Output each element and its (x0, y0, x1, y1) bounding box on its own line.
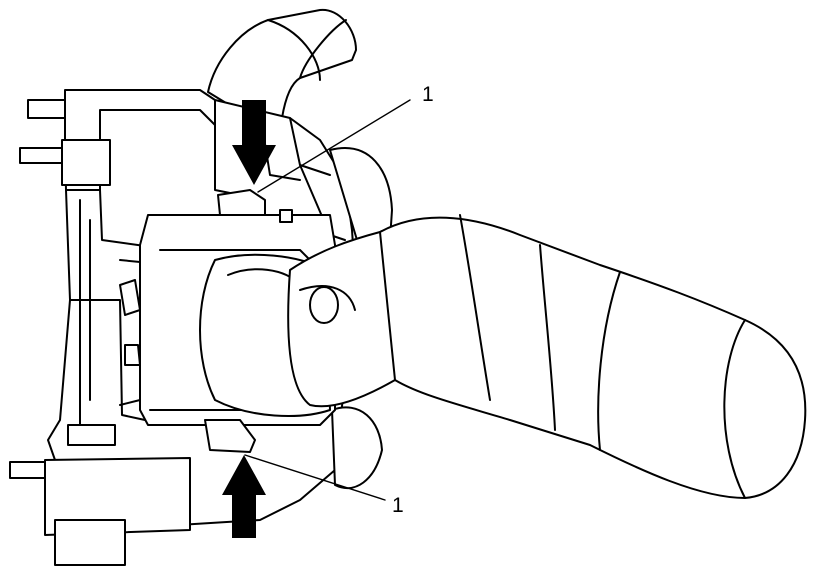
leader-line-bottom (244, 454, 386, 501)
callout-bottom-label: 1 (392, 494, 404, 517)
main-lever (287, 214, 807, 499)
leader-line-top (257, 99, 411, 193)
arrow-up-bottom (222, 455, 266, 538)
rotary-housing (329, 147, 393, 490)
connector-pins (9, 99, 191, 566)
clip-tabs (119, 189, 293, 453)
upper-stalk (207, 8, 357, 126)
callout-top-label: 1 (422, 83, 434, 106)
arrow-down-top (232, 100, 276, 185)
